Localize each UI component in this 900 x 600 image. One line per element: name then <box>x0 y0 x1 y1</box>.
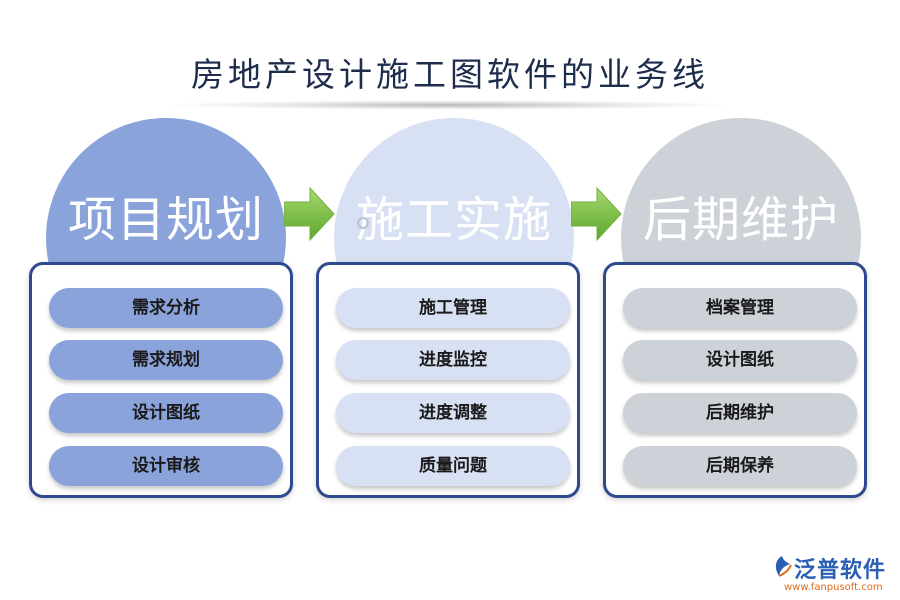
list-item: 后期保养 <box>623 446 857 486</box>
watermark-icon <box>357 217 369 229</box>
stage-panel-planning: 需求分析 需求规划 设计图纸 设计审核 <box>29 262 293 498</box>
list-item: 施工管理 <box>336 288 570 328</box>
list-item: 需求规划 <box>49 340 283 380</box>
stage-panel-construction: 施工管理 进度监控 进度调整 质量问题 <box>316 262 580 498</box>
stage-title-planning: 项目规划 <box>67 192 264 248</box>
brand-logo-icon <box>775 556 792 577</box>
arrow-right-icon <box>571 186 622 242</box>
stage-panel-maintenance: 档案管理 设计图纸 后期维护 后期保养 <box>603 262 867 498</box>
list-item: 设计图纸 <box>623 340 857 380</box>
list-item: 设计图纸 <box>49 393 283 433</box>
list-item: 档案管理 <box>623 288 857 328</box>
title-underline <box>170 100 730 110</box>
list-item: 进度监控 <box>336 340 570 380</box>
list-item: 设计审核 <box>49 446 283 486</box>
page-title: 房地产设计施工图软件的业务线 <box>191 55 709 94</box>
stage-title-construction: 施工实施 <box>355 192 552 248</box>
list-item: 后期维护 <box>623 393 857 433</box>
stage-title-maintenance: 后期维护 <box>642 192 839 248</box>
brand-name: 泛普软件 <box>794 558 887 583</box>
arrow-right-icon <box>284 186 335 242</box>
list-item: 进度调整 <box>336 393 570 433</box>
brand-url: www.fanpusoft.com <box>784 582 883 593</box>
list-item: 质量问题 <box>336 446 570 486</box>
brand-logo: 泛普软件 www.fanpusoft.com <box>770 552 900 600</box>
list-item: 需求分析 <box>49 288 283 328</box>
